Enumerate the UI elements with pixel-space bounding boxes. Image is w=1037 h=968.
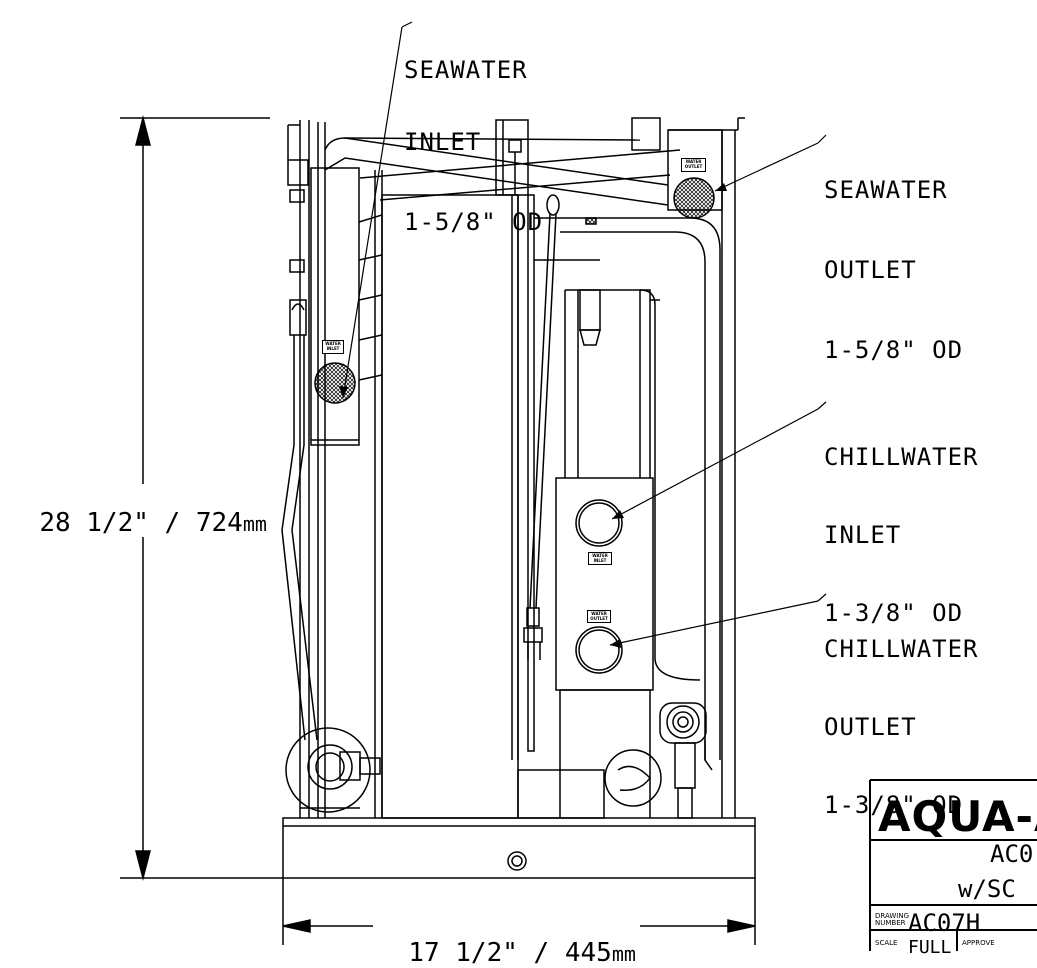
chillwater-inlet-subtitle: INLET bbox=[824, 521, 902, 549]
return-loop-pipe bbox=[534, 217, 721, 760]
seawater-inlet-size: 1-5/8" OD bbox=[404, 208, 544, 236]
base-plate bbox=[282, 817, 756, 879]
scale-value: FULL bbox=[908, 937, 952, 958]
evaporator-barrel bbox=[517, 289, 654, 819]
title-block-frame bbox=[869, 779, 1037, 951]
water-inlet-tag: WATER INLET bbox=[322, 340, 344, 354]
seawater-outlet-title: SEAWATER bbox=[824, 176, 948, 204]
drawing-number: AC07H bbox=[908, 909, 981, 937]
leader-lines bbox=[342, 21, 827, 646]
height-dimension: 28 1/2" / 724mm bbox=[8, 484, 267, 537]
seawater-inlet-port bbox=[314, 362, 356, 404]
water-outlet-tag: WATER OUTLET bbox=[681, 158, 706, 172]
seawater-outlet-size: 1-5/8" OD bbox=[824, 336, 964, 364]
leader-arrowheads bbox=[339, 183, 727, 648]
chillwater-pump bbox=[604, 702, 713, 819]
company-logo: AQUA-A bbox=[878, 792, 1037, 841]
chillwater-inlet-port bbox=[575, 499, 623, 547]
width-dimension: 17 1/2" / 445mm bbox=[373, 914, 640, 967]
chillwater-inlet-tag: WATER INLET bbox=[588, 552, 612, 565]
height-dimension-unit: mm bbox=[242, 512, 267, 536]
title-model-line2: w/SC bbox=[958, 875, 1016, 903]
chillwater-outlet-subtitle: OUTLET bbox=[824, 713, 917, 741]
chillwater-outlet-size: 1-3/8" OD bbox=[824, 791, 964, 819]
chillwater-inlet-title: CHILLWATER bbox=[824, 443, 979, 471]
width-dimension-unit: mm bbox=[611, 942, 636, 966]
width-dimension-value: 17 1/2" / 445 bbox=[408, 938, 612, 968]
chillwater-outlet-port bbox=[575, 626, 623, 674]
capillary-line bbox=[523, 194, 597, 660]
chillwater-outlet-tag: WATER OUTLET bbox=[587, 610, 611, 623]
height-dimension-value: 28 1/2" / 724 bbox=[39, 508, 243, 538]
center-post bbox=[495, 119, 535, 760]
title-model-line1: AC0 bbox=[990, 840, 1034, 868]
chillwater-inlet-size: 1-3/8" OD bbox=[824, 599, 964, 627]
approved-label: APPROVE bbox=[962, 939, 995, 947]
compressor-panel bbox=[358, 194, 519, 819]
seawater-inlet-title: SEAWATER bbox=[404, 56, 528, 84]
scale-label: SCALE bbox=[875, 939, 898, 947]
chillwater-inlet-callout: CHILLWATER INLET 1-3/8" OD bbox=[824, 397, 979, 649]
top-pipe-run bbox=[324, 137, 681, 206]
condenser-water-box bbox=[310, 167, 360, 446]
seawater-pump bbox=[285, 727, 381, 813]
seawater-inlet-callout: SEAWATER INLET 1-5/8" OD bbox=[404, 10, 543, 258]
drawing-number-label: DRAWING NUMBER bbox=[875, 912, 910, 927]
seawater-outlet-subtitle: OUTLET bbox=[824, 256, 917, 284]
seawater-outlet-port bbox=[673, 177, 715, 219]
seawater-inlet-subtitle: INLET bbox=[404, 128, 482, 156]
chillwater-outlet-title: CHILLWATER bbox=[824, 635, 979, 663]
left-frame bbox=[281, 120, 383, 818]
seawater-outlet-callout: SEAWATER OUTLET 1-5/8" OD bbox=[824, 130, 963, 386]
chillwater-outlet-callout: CHILLWATER OUTLET 1-3/8" OD bbox=[824, 589, 979, 841]
